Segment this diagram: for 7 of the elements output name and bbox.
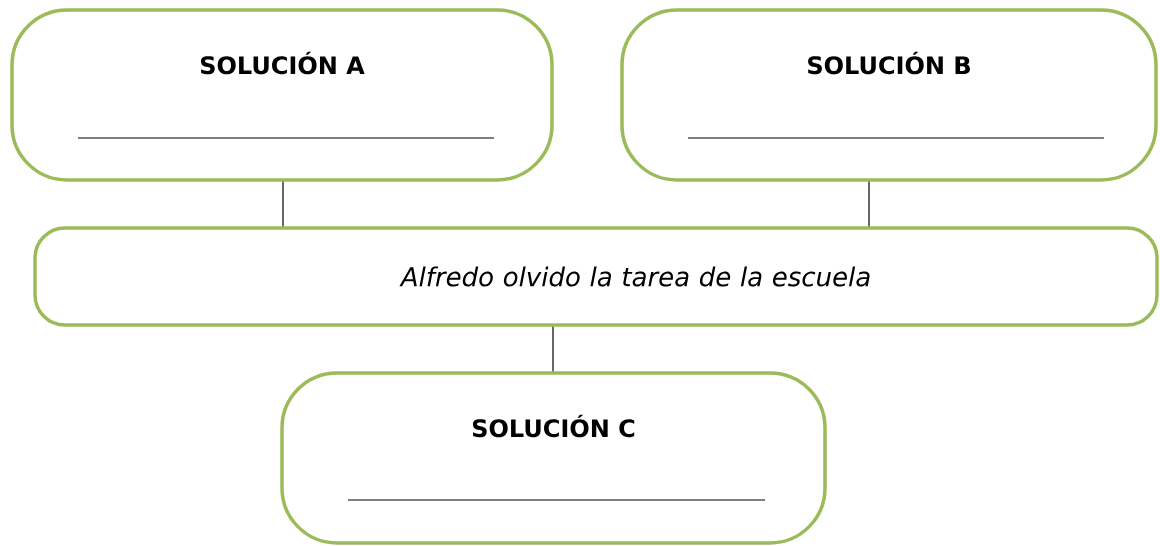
connector-line [282,181,284,227]
box-title: SOLUCIÓN C [472,414,635,438]
connector-line [868,181,870,227]
connector-line [552,326,554,372]
box-title: SOLUCIÓN B [808,51,970,75]
box-text: Alfredo olvido la tarea de la escuela [399,266,870,287]
box-title: SOLUCIÓN A [200,51,365,75]
